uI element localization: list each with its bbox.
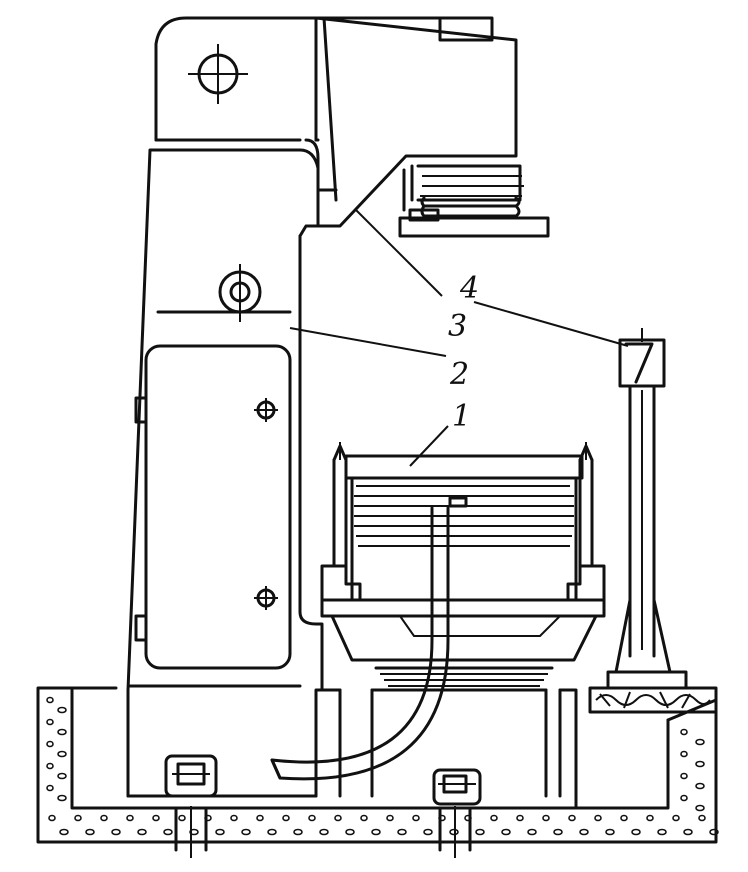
pebble [59,828,69,836]
pebble [423,828,433,836]
pebble [57,728,67,736]
pebble [360,814,368,822]
pebble [85,828,95,836]
pebble [345,828,355,836]
leader-2 [289,327,447,357]
pebble [137,828,147,836]
pebble [57,772,67,780]
pebble [126,814,134,822]
pebble [334,814,342,822]
pebble [111,828,121,836]
press-frame [126,148,324,798]
pebble [100,814,108,822]
pebble [178,814,186,822]
pebble [475,828,485,836]
pebble [163,828,173,836]
table-assembly [270,442,606,810]
part-labels: 1 2 3 4 [448,271,479,434]
label-3: 3 [448,309,467,344]
label-4: 4 [459,271,479,306]
pebble [46,740,54,748]
pebble [57,706,67,714]
pebble [516,814,524,822]
pebble [680,750,688,758]
pebble [605,828,615,836]
pebble [672,814,680,822]
pebble [542,814,550,822]
pebble [46,718,54,726]
label-1: 1 [452,399,471,434]
pebble [698,814,706,822]
pebble [680,794,688,802]
pebble [397,828,407,836]
pebble [490,814,498,822]
leader-4 [473,301,629,347]
pebble [594,814,602,822]
pebble [568,814,576,822]
pebble [293,828,303,836]
leader-1 [409,425,449,467]
pebble [695,760,705,768]
label-2: 2 [449,357,469,392]
pebble [57,794,67,802]
leader-lines [289,209,629,467]
pebble [646,814,654,822]
pebble [631,828,641,836]
pebble [620,814,628,822]
pebble [319,828,329,836]
pebble [657,828,667,836]
side-post [606,328,688,690]
rubble-fill [595,691,711,709]
pebble [371,828,381,836]
pebble [308,814,316,822]
pebble [215,828,225,836]
foundation [36,686,719,858]
pebble [709,828,719,836]
pebble [46,696,54,704]
pebble [46,762,54,770]
pebble [267,828,277,836]
pebble [680,772,688,780]
pebble [152,814,160,822]
pebble [683,828,693,836]
pebble [695,738,705,746]
pebble [527,828,537,836]
pebble [230,814,238,822]
leader-3 [355,209,443,297]
pebble [256,814,264,822]
pebble [282,814,290,822]
pebble [386,814,394,822]
pebble [241,828,251,836]
pebble [501,828,511,836]
pebble [680,728,688,736]
pebble [46,784,54,792]
concrete-texture [46,696,719,836]
pebble [579,828,589,836]
pebble [74,814,82,822]
pebble [695,804,705,812]
pebble [412,814,420,822]
pebble [695,782,705,790]
pebble [57,750,67,758]
upper-arm [154,16,550,238]
pebble [553,828,563,836]
pebble [48,814,56,822]
